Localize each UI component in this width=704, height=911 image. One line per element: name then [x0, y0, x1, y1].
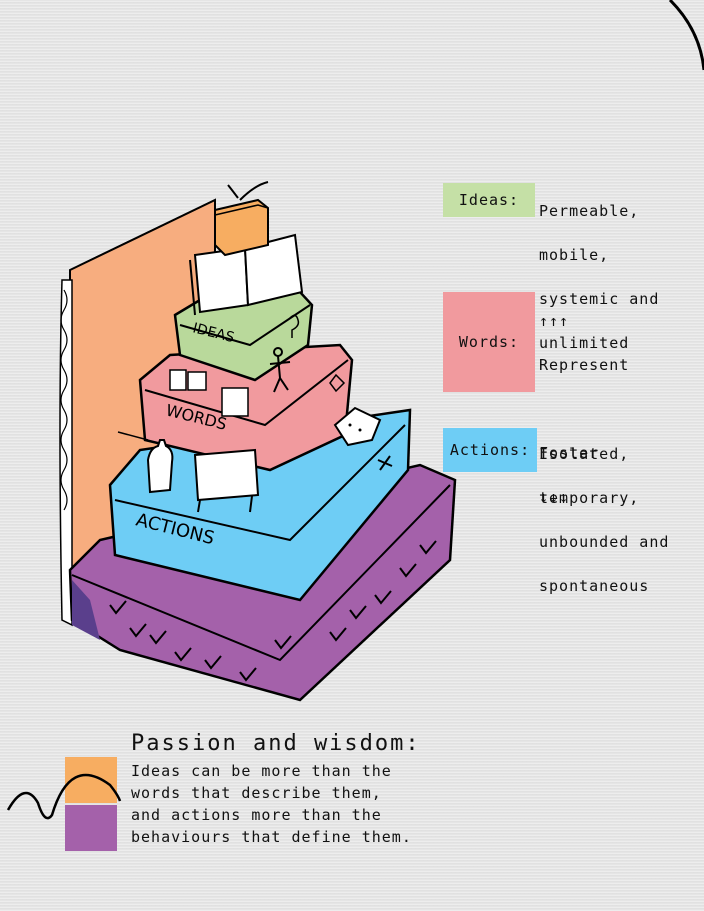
words-label-box: Words: [443, 292, 535, 392]
actions-label-box: Actions: [443, 428, 537, 472]
words-line: ↑↑↑ [539, 312, 570, 330]
words-line: Represent [539, 356, 630, 374]
ideas-line: Permeable, [539, 202, 640, 220]
ideas-label-box: Ideas: [443, 183, 535, 217]
ideas-line: mobile, [539, 246, 610, 264]
footer-line: Ideas can be more than the [131, 762, 392, 780]
arc-decoration [6, 773, 122, 820]
actions-line: temporary, [539, 489, 640, 507]
board [193, 448, 260, 513]
swatch-bottom [65, 805, 117, 851]
footer-text: Ideas can be more than the words that de… [131, 760, 412, 848]
footer-line: words that describe them, [131, 784, 382, 802]
ideas-label: Ideas: [458, 191, 520, 209]
footer-title: Passion and wisdom: [131, 731, 421, 756]
stick-figure [269, 347, 291, 393]
actions-line: unbounded and [539, 533, 670, 551]
footer-line: behaviours that define them. [131, 828, 412, 846]
top-box [214, 181, 269, 257]
words-line: ↓↓↓ [539, 488, 570, 506]
pyramid-illustration: ACTIONS WORDS IDEAS [59, 181, 457, 702]
actions-layer: ACTIONS [108, 408, 412, 602]
ideas-description: Permeable, mobile, systemic and unlimite… [539, 178, 659, 376]
bottle [117, 431, 174, 494]
footer-line: and actions more than the [131, 806, 382, 824]
words-description: ↑↑↑ Represent Foster ↓↓↓ [539, 288, 629, 530]
actions-description: Isolated, temporary, unbounded and spont… [539, 421, 669, 619]
actions-line: spontaneous [539, 577, 650, 595]
words-label: Words: [458, 333, 520, 351]
actions-label: Actions: [449, 441, 531, 459]
words-layer: WORDS [138, 343, 354, 472]
words-line: Foster [539, 444, 600, 462]
ideas-line: unlimited [539, 334, 630, 352]
words-line [539, 398, 629, 420]
ideas-line: systemic and [539, 290, 660, 308]
corner-curve-decoration [668, 0, 704, 71]
cube [333, 406, 382, 447]
actions-line: Isolated, [539, 445, 630, 463]
